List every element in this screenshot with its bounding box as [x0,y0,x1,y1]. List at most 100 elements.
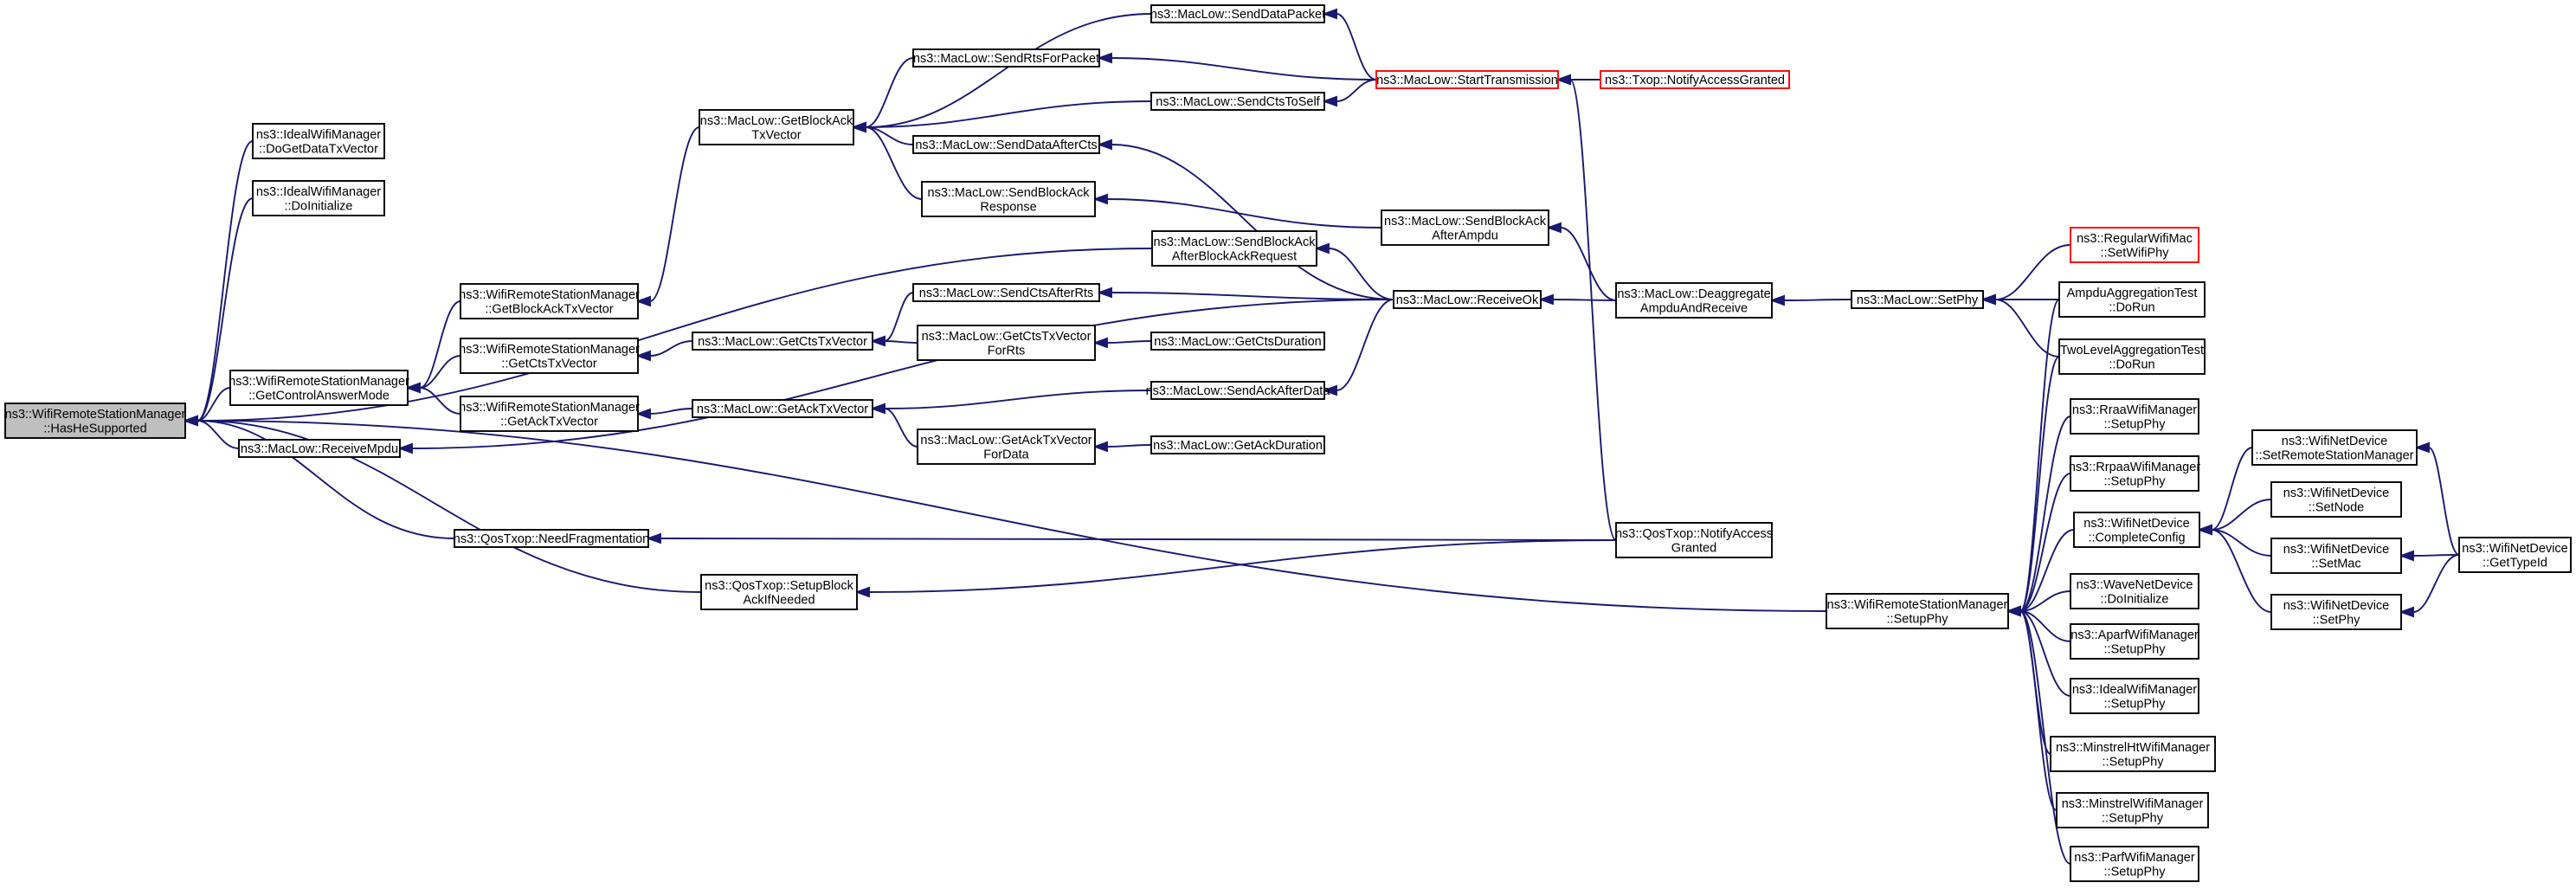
call-edge [1336,299,1394,391]
node-label: ns3::WifiRemoteStationManager [459,343,640,357]
call-edge [419,300,461,389]
graph-node-ns3-idealwifimanager-doinitialize[interactable]: ns3::IdealWifiManager::DoInitialize [252,180,385,216]
graph-node-ns3-txop-notifyaccessgranted[interactable]: ns3::Txop::NotifyAccessGranted [1600,70,1790,89]
call-edge [884,292,914,342]
node-label: ::SetupPhy [2103,755,2165,769]
node-box [460,338,639,374]
graph-node-ns3-maclow-getackduration[interactable]: ns3::MacLow::GetAckDuration [1150,435,1325,454]
graph-node-ns3-wifiremotestationmanager-setupphy[interactable]: ns3::WifiRemoteStationManager::SetupPhy [1826,593,2009,629]
graph-node-ns3-maclow-senddatapacket[interactable]: ns3::MacLow::SendDataPacket [1150,4,1325,23]
edge-arrowhead [1097,287,1112,299]
graph-node-ns3-maclow-getacktxvector[interactable]: ns3::MacLow::GetAckTxVector [692,399,873,418]
node-label: ::GetTypeId [2483,556,2547,570]
graph-node-ns3-regularwifimac-setwifiphy[interactable]: ns3::RegularWifiMac::SetWifiPhy [2070,227,2199,263]
graph-node-ns3-wifiremotestationmanager-getctstxvector[interactable]: ns3::WifiRemoteStationManager::GetCtsTxV… [459,338,640,374]
node-label: ns3::MacLow::SendAckAfterData [1146,384,1331,398]
graph-node-ns3-wavenetdevice-doinitialize[interactable]: ns3::WaveNetDevice::DoInitialize [2070,573,2199,609]
call-edge [2019,356,2060,612]
graph-node-ns3-rrpaawifimanager-setupphy[interactable]: ns3::RrpaaWifiManager::SetupPhy [2069,455,2200,492]
node-box [692,399,873,418]
call-edge [2019,416,2071,612]
graph-node-ns3-wifinetdevice-setremotestationmanager[interactable]: ns3::WifiNetDevice::SetRemoteStationMana… [2251,429,2418,466]
node-label: ns3::MinstrelHtWifiManager [2056,741,2210,755]
graph-node-ns3-wifinetdevice-setmac[interactable]: ns3::WifiNetDevice::SetMac [2270,538,2402,574]
node-label: ::DoRun [2109,358,2154,371]
graph-node-twolevelaggregationtest-dorun[interactable]: TwoLevelAggregationTest::DoRun [2058,338,2206,375]
node-label: ns3::ParfWifiManager [2074,851,2195,865]
graph-node-ns3-maclow-senddataaftercts[interactable]: ns3::MacLow::SendDataAfterCts [912,135,1100,154]
graph-node-ns3-wifiremotestationmanager-getacktxvector[interactable]: ns3::WifiRemoteStationManager::GetAckTxV… [459,396,640,432]
graph-node-ns3-qostxop-needfragmentation[interactable]: ns3::QosTxop::NeedFragmentation [454,529,649,548]
edge-arrowhead [851,121,866,133]
graph-node-ns3-wifiremotestationmanager-getcontrolanswermode[interactable]: ns3::WifiRemoteStationManager::GetContro… [229,370,409,406]
edge-arrowhead [1092,441,1108,453]
call-edge [1111,144,1394,300]
node-box [2070,455,2199,492]
graph-node-ns3-parfwifimanager-setupphy[interactable]: ns3::ParfWifiManager::SetupPhy [2070,846,2199,882]
graph-node-ns3-maclow-getctsduration[interactable]: ns3::MacLow::GetCtsDuration [1150,332,1325,351]
graph-node-ns3-maclow-sendctstoself[interactable]: ns3::MacLow::SendCtsToSelf [1150,92,1325,111]
edge-arrowhead [397,442,413,454]
call-edge [1560,227,1617,301]
graph-node-ns3-wifinetdevice-gettypeid[interactable]: ns3::WifiNetDevice::GetTypeId [2458,537,2572,573]
node-box [2070,623,2199,660]
graph-node-ns3-maclow-receiveok[interactable]: ns3::MacLow::ReceiveOk [1393,290,1542,309]
edge-arrowhead [1769,294,1785,306]
graph-node-ns3-maclow-sendrtsforpacket[interactable]: ns3::MacLow::SendRtsForPacket [912,48,1100,68]
node-label: ns3::MacLow::StartTransmission [1376,74,1558,87]
node-label: ns3::MinstrelWifiManager [2062,797,2204,811]
graph-node-ns3-idealwifimanager-dogetdatatxvector[interactable]: ns3::IdealWifiManager::DoGetDataTxVector [252,123,385,159]
graph-node-ns3-maclow-getctstxvector[interactable]: ns3::MacLow::GetCtsTxVector [692,332,873,351]
call-edge [865,100,1152,128]
node-box [912,135,1100,154]
call-edge [196,197,254,422]
node-label: ns3::RraaWifiManager [2072,403,2197,417]
node-box [238,439,401,458]
node-label: ns3::IdealWifiManager [256,128,381,142]
call-edge [2211,529,2272,557]
graph-node-ns3-wifinetdevice-setnode[interactable]: ns3::WifiNetDevice::SetNode [2270,481,2402,518]
graph-node-ns3-aparfwifimanager-setupphy[interactable]: ns3::AparfWifiManager::SetupPhy [2070,623,2199,660]
graph-node-ns3-rraawifimanager-setupphy[interactable]: ns3::RraaWifiManager::SetupPhy [2070,398,2199,435]
node-label: Granted [1671,541,1716,555]
graph-node-ns3-idealwifimanager-setupphy[interactable]: ns3::IdealWifiManager::SetupPhy [2070,678,2199,714]
edge-arrowhead [405,382,421,394]
node-box [2070,398,2199,435]
graph-node-ns3-wifinetdevice-setphy[interactable]: ns3::WifiNetDevice::SetPhy [2270,594,2402,630]
node-box [1615,282,1773,319]
node-label: ::SetupPhy [2104,642,2167,656]
call-edge [868,539,1617,593]
graph-node-ns3-maclow-starttransmission[interactable]: ns3::MacLow::StartTransmission [1375,70,1559,89]
graph-node-ns3-maclow-getblockack-txvector[interactable]: ns3::MacLow::GetBlockAckTxVector [699,109,854,145]
call-edge [1111,292,1394,300]
graph-node-ns3-qostxop-notifyaccess-granted[interactable]: ns3::QosTxop::NotifyAccessGranted [1615,522,1773,558]
node-label: ns3::Txop::NotifyAccessGranted [1605,74,1785,87]
graph-node-ns3-minstrelwifimanager-setupphy[interactable]: ns3::MinstrelWifiManager::SetupPhy [2056,792,2209,828]
graph-node-ns3-maclow-sendackafterdata[interactable]: ns3::MacLow::SendAckAfterData [1146,381,1331,400]
node-box [2070,846,2199,882]
graph-node-ns3-wifinetdevice-completeconfig[interactable]: ns3::WifiNetDevice::CompleteConfig [2073,512,2200,548]
graph-node-ns3-wifiremotestationmanager-getblockacktxvector[interactable]: ns3::WifiRemoteStationManager::GetBlockA… [459,283,640,319]
call-edge [419,387,461,415]
graph-node-ns3-minstrelhtwifimanager-setupphy[interactable]: ns3::MinstrelHtWifiManager::SetupPhy [2050,736,2216,772]
call-edge [196,420,455,539]
graph-node-ampduaggregationtest-dorun[interactable]: AmpduAggregationTest::DoRun [2058,281,2206,318]
node-box [460,396,639,432]
node-label: ::SetupPhy [2104,417,2167,431]
graph-node-ns3-wifiremotestationmanager-hashesupported[interactable]: ns3::WifiRemoteStationManager::HasHeSupp… [4,403,186,439]
node-label: AmpduAggregationTest [2067,287,2198,300]
graph-node-ns3-maclow-receivempdu[interactable]: ns3::MacLow::ReceiveMpdu [238,439,401,458]
node-label: ns3::MacLow::SendCtsAfterRts [919,287,1093,300]
node-label: ::SetWifiPhy [2101,246,2170,260]
node-label: ::GetAckTxVector [500,415,598,428]
node-label: ns3::IdealWifiManager [2072,683,2197,697]
graph-node-ns3-maclow-sendctsafterrts[interactable]: ns3::MacLow::SendCtsAfterRts [912,283,1100,302]
graph-node-ns3-maclow-sendblockack-afterblockackrequest[interactable]: ns3::MacLow::SendBlockAckAfterBlockAckRe… [1151,230,1317,267]
graph-node-ns3-maclow-setphy[interactable]: ns3::MacLow::SetPhy [1851,290,1984,309]
